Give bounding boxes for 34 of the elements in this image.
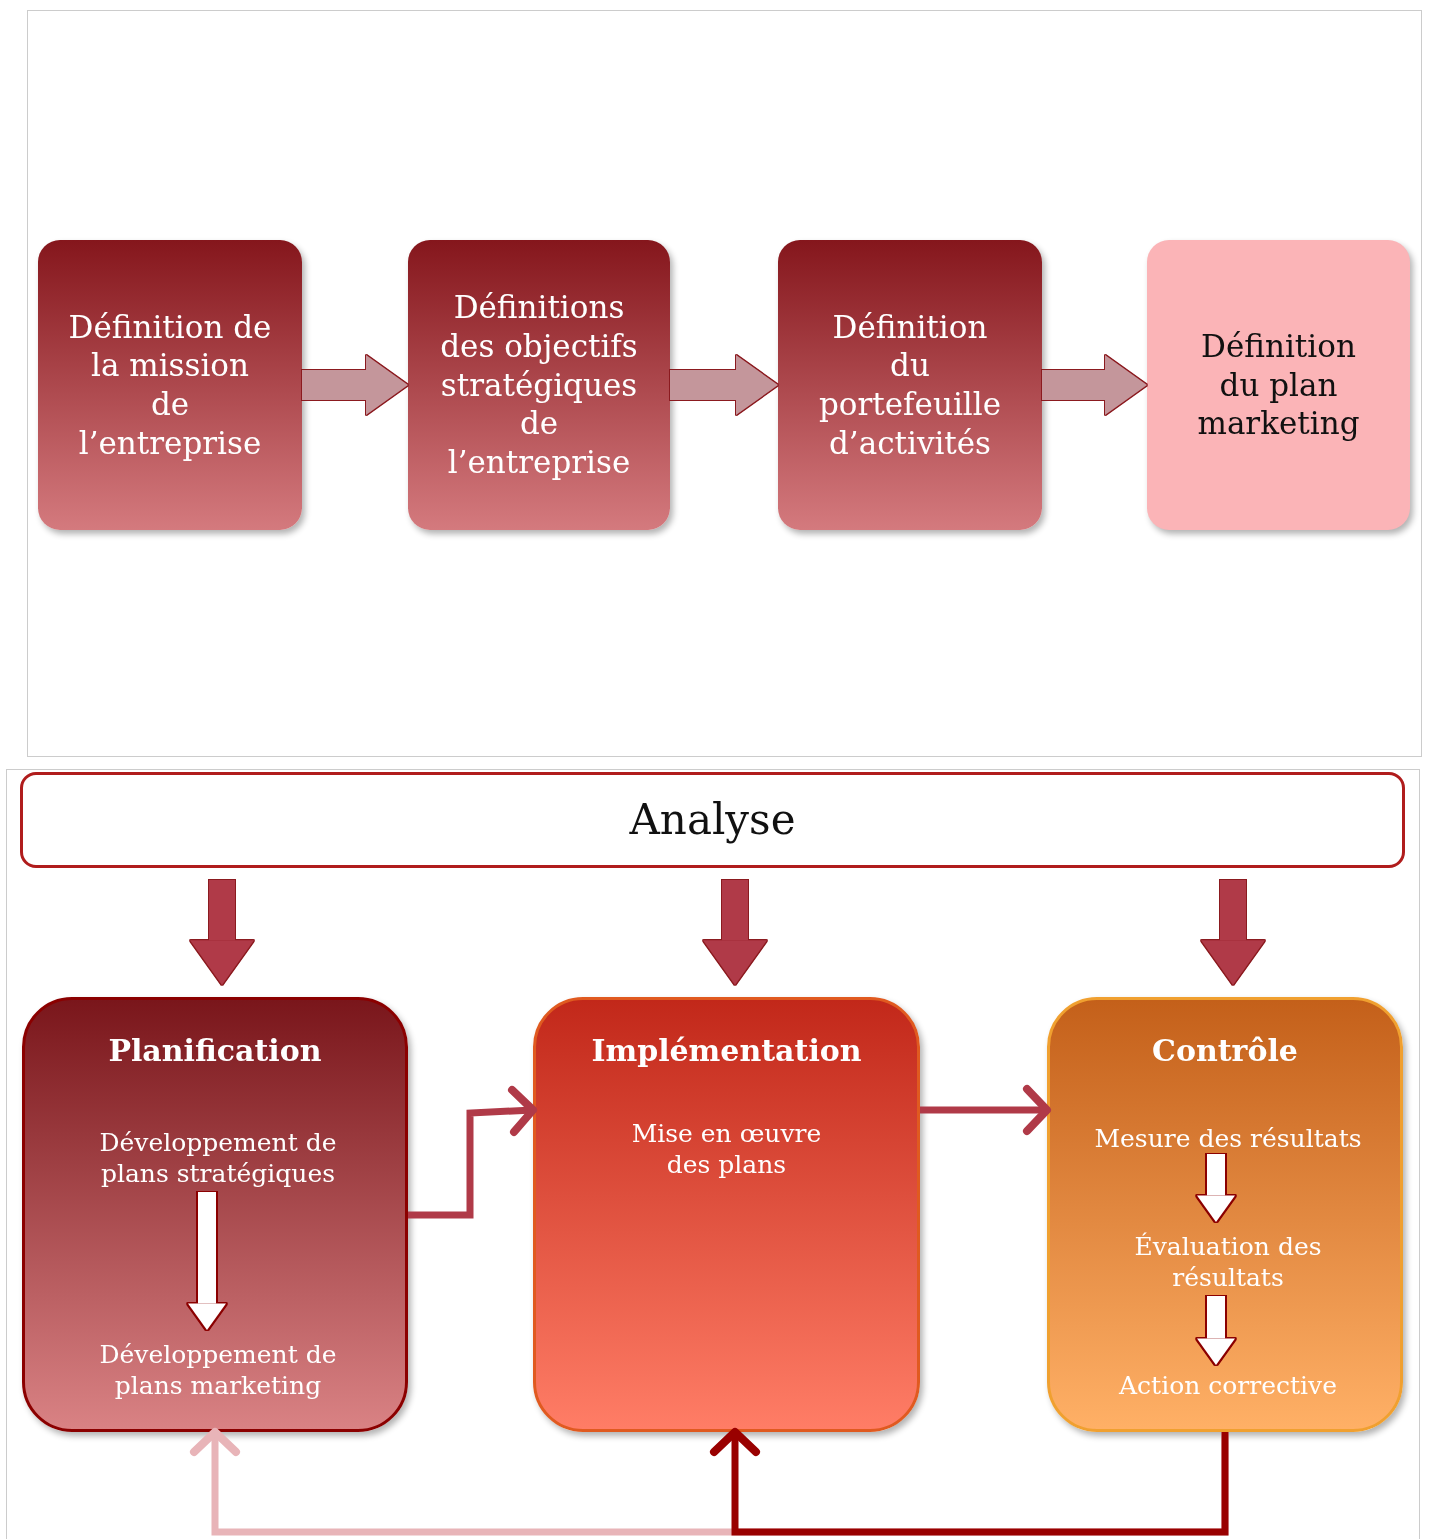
step-text: Évaluation des résultats — [1133, 1230, 1323, 1294]
process-box — [778, 240, 1042, 530]
arrow — [1201, 880, 1265, 985]
arrow — [408, 1086, 537, 1219]
control-box — [1047, 997, 1403, 1432]
arrow — [920, 1085, 1051, 1135]
step-text: Mesure des résultats — [1093, 1123, 1363, 1155]
box-text: Analyse — [628, 793, 797, 846]
arrow — [710, 1428, 1229, 1536]
box-text: Définition du plan marketing — [1196, 326, 1361, 444]
process-box — [1147, 240, 1410, 530]
process-box — [408, 240, 670, 530]
box-text: Définitions des objectifs stratégiques de l’entreprise — [439, 288, 639, 482]
box-title: Contrôle — [1151, 1032, 1299, 1070]
arrow — [190, 880, 254, 985]
box-title: Planification — [107, 1032, 323, 1070]
arrow — [1042, 355, 1147, 415]
step-text: Action corrective — [1118, 1370, 1338, 1402]
arrow — [1197, 1154, 1235, 1222]
box-title: Implémentation — [590, 1032, 863, 1070]
box-text: Mise en œuvre des plans — [630, 1117, 823, 1180]
analysis-banner — [20, 772, 1405, 868]
box-text: Définition de la mission de l’entreprise — [67, 307, 273, 463]
planning-box — [22, 997, 408, 1432]
step-text: Développement de plans stratégiques — [98, 1126, 338, 1190]
step-text: Développement de plans marketing — [98, 1338, 338, 1402]
arrow — [188, 1192, 226, 1330]
arrow — [670, 355, 778, 415]
arrow — [302, 355, 408, 415]
arrow — [1197, 1296, 1235, 1365]
implementation-box — [533, 997, 920, 1432]
box-text: Définition du portefeuille d’activités — [818, 307, 1002, 463]
arrow — [703, 880, 767, 985]
process-box — [38, 240, 302, 530]
